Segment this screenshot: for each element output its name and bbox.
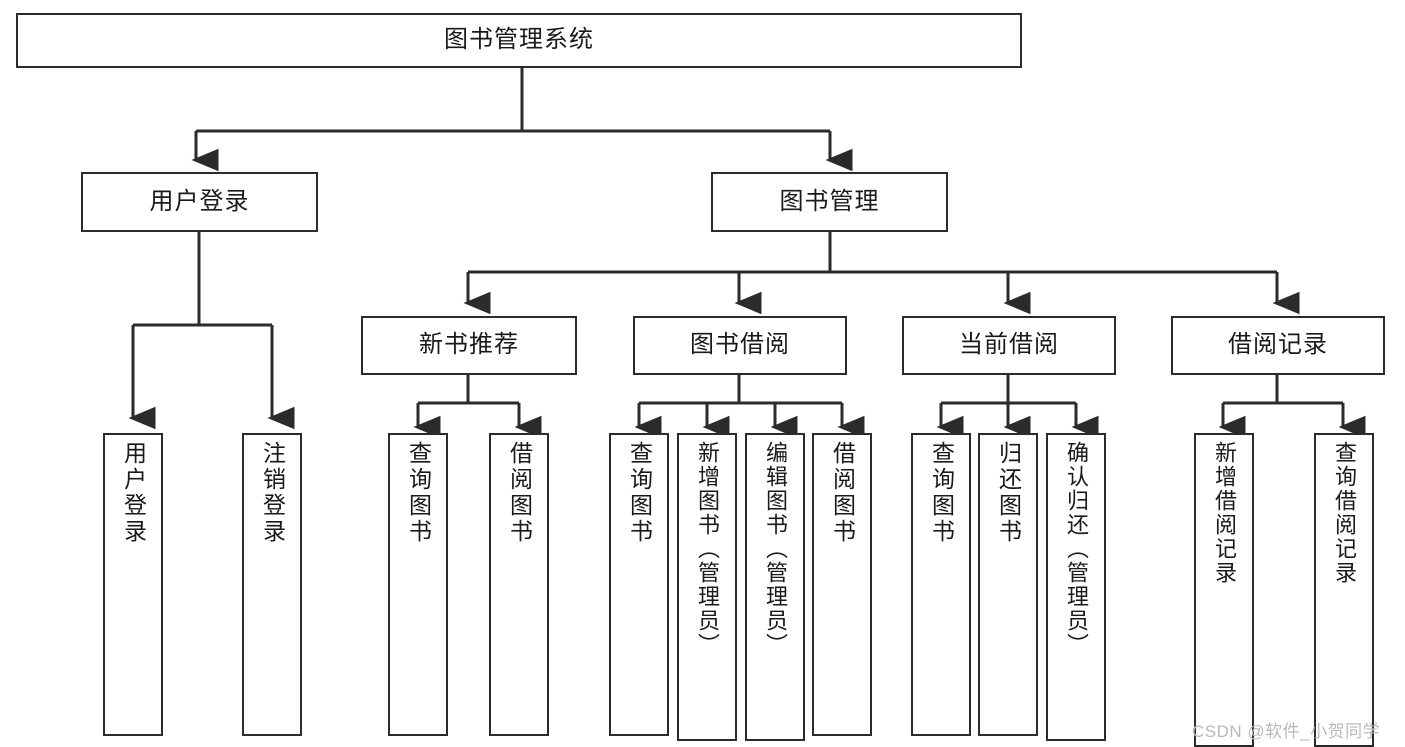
- node-leaf-query-book-1-label: 查询图书: [405, 441, 432, 545]
- node-new-book-recommend-label: 新书推荐: [419, 331, 519, 359]
- node-leaf-query-record-label: 查询借阅记录: [1332, 441, 1357, 585]
- node-leaf-query-book-3[interactable]: 查询图书: [911, 433, 971, 736]
- node-root[interactable]: 图书管理系统: [16, 13, 1022, 68]
- node-leaf-borrow-book-1-label: 借阅图书: [506, 441, 533, 545]
- node-leaf-add-book[interactable]: 新增图书（管理员）: [677, 433, 737, 741]
- node-leaf-add-record-label: 新增借阅记录: [1212, 441, 1237, 585]
- node-leaf-confirm-return[interactable]: 确认归还（管理员）: [1046, 433, 1106, 741]
- node-borrow-record-label: 借阅记录: [1228, 331, 1328, 359]
- node-leaf-return-book[interactable]: 归还图书: [978, 433, 1038, 736]
- node-user-login[interactable]: 用户登录: [81, 172, 318, 232]
- node-new-book-recommend[interactable]: 新书推荐: [361, 316, 577, 375]
- node-leaf-confirm-return-label: 确认归还（管理员）: [1064, 441, 1089, 657]
- node-leaf-user-login-label: 用户登录: [120, 441, 147, 545]
- node-leaf-borrow-book-2-label: 借阅图书: [829, 441, 856, 545]
- node-borrow-record[interactable]: 借阅记录: [1171, 316, 1385, 375]
- node-leaf-borrow-book-2[interactable]: 借阅图书: [812, 433, 872, 736]
- node-book-borrow-label: 图书借阅: [690, 331, 790, 359]
- node-current-borrow-label: 当前借阅: [959, 331, 1059, 359]
- node-leaf-query-book-2[interactable]: 查询图书: [609, 433, 669, 736]
- node-leaf-add-record[interactable]: 新增借阅记录: [1194, 433, 1254, 747]
- node-leaf-logout-login-label: 注销登录: [259, 441, 286, 545]
- csdn-watermark: CSDN @软件_小贺同学: [1192, 722, 1381, 741]
- node-leaf-query-book-3-label: 查询图书: [928, 441, 955, 545]
- node-leaf-return-book-label: 归还图书: [995, 441, 1022, 545]
- node-user-login-label: 用户登录: [149, 187, 250, 215]
- node-book-manage-label: 图书管理: [779, 187, 880, 215]
- node-leaf-add-book-label: 新增图书（管理员）: [695, 441, 720, 657]
- node-leaf-query-book-2-label: 查询图书: [626, 441, 653, 545]
- node-leaf-borrow-book-1[interactable]: 借阅图书: [489, 433, 549, 736]
- node-leaf-logout-login[interactable]: 注销登录: [242, 433, 302, 736]
- node-current-borrow[interactable]: 当前借阅: [902, 316, 1116, 375]
- node-root-label: 图书管理系统: [444, 26, 594, 54]
- node-leaf-query-book-1[interactable]: 查询图书: [388, 433, 448, 736]
- node-leaf-query-record[interactable]: 查询借阅记录: [1314, 433, 1374, 747]
- node-book-manage[interactable]: 图书管理: [711, 172, 948, 232]
- node-book-borrow[interactable]: 图书借阅: [633, 316, 847, 375]
- node-leaf-edit-book-label: 编辑图书（管理员）: [763, 441, 788, 657]
- node-leaf-user-login[interactable]: 用户登录: [103, 433, 163, 736]
- node-leaf-edit-book[interactable]: 编辑图书（管理员）: [745, 433, 805, 741]
